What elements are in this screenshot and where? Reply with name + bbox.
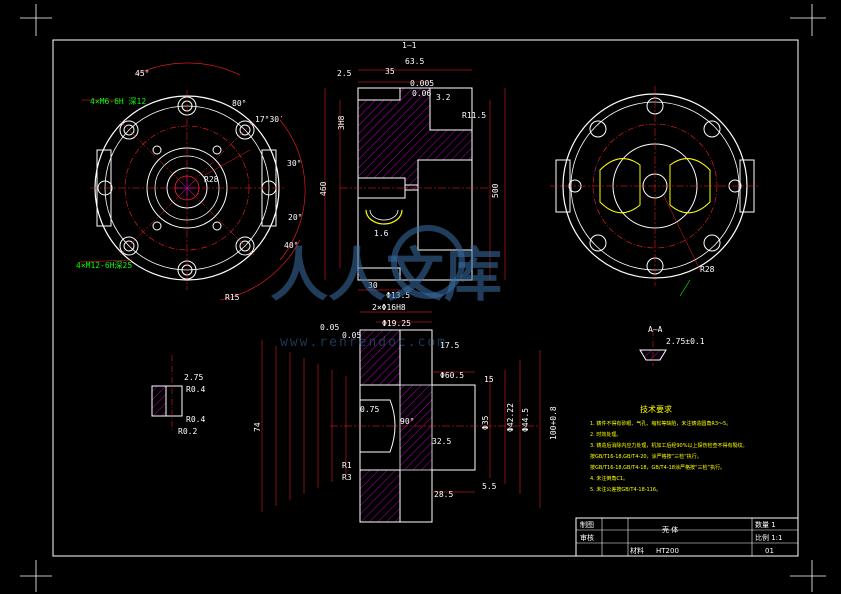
- label-angle-30: 30°: [287, 159, 301, 168]
- detail-view-right: [639, 330, 667, 366]
- label-angle-80: 80°: [232, 99, 246, 108]
- tb-part-name: 壳 体: [662, 525, 678, 534]
- watermark: 人人文库 www.renrendoc.com: [270, 225, 502, 350]
- label-r28-right: R28: [700, 265, 715, 274]
- dim-2phi16h8: 2×Φ16H8: [372, 303, 406, 312]
- dim-15: 15: [484, 375, 494, 384]
- tech-req-item: 1. 铸件不得有砂眼、气孔、缩松等缺陷，未注铸造圆角R3～5。: [590, 420, 731, 427]
- dim-30: 30: [368, 281, 378, 290]
- tb-drawn-label: 制图: [580, 520, 594, 529]
- dim-phi35: Φ35: [481, 415, 490, 430]
- detail-left-labels: 2.75 R0.4 R0.4 R0.2: [178, 373, 205, 436]
- label-r28: R28: [204, 175, 219, 184]
- tb-drawing-number: 01: [765, 547, 774, 555]
- dim-r11-5: R11.5: [462, 111, 486, 120]
- dim-63-5: 63.5: [405, 57, 424, 66]
- dim-460: 460: [319, 181, 328, 196]
- tech-req-item: 2. 时效处理。: [590, 431, 621, 438]
- dim-35: 35: [385, 67, 395, 76]
- dim-32-5: 32.5: [432, 437, 451, 446]
- dim-17-5: 17.5: [440, 341, 459, 350]
- section-view-labels: 1—1 2.5 35 63.5 0.005 0.06 3.2 460 500 3…: [319, 41, 500, 290]
- title-block: 制图 壳 体 数量 1 审核 比例 1:1 材料 HT200 01: [575, 517, 799, 557]
- label-angle-20: 20°: [288, 213, 302, 222]
- section-view: [324, 69, 506, 291]
- detail-dim-r0-4-a: R0.4: [186, 385, 205, 394]
- dim-phi19-25: Φ19.25: [382, 319, 411, 328]
- detail-dim-r0-2: R0.2: [178, 427, 197, 436]
- tb-scale: 比例 1:1: [755, 533, 783, 542]
- label-thread-m6: 4×M6-6H 深12: [90, 97, 146, 106]
- dim-3-2: 3.2: [436, 93, 451, 102]
- label-r15: R15: [225, 293, 240, 302]
- tb-check-label: 审核: [580, 533, 594, 542]
- detail-view-left: [151, 355, 183, 430]
- front-view: [79, 62, 306, 301]
- lower-section-labels: Φ13.5 2×Φ16H8 Φ19.25 0.05 0.05 17.5 Φ60.…: [253, 291, 558, 499]
- dim-0-75: 0.75: [360, 405, 379, 414]
- watermark-url: www.renrendoc.com: [280, 335, 447, 350]
- tech-req-item: 按GB/T16-18,GB/T4-18，GB/T4-18涂严格按“三检”执行。: [590, 464, 725, 471]
- dim-3h8: 3H8: [337, 115, 346, 130]
- dim-r1: R1: [342, 461, 352, 470]
- watermark-text: 人人文库: [270, 241, 502, 309]
- detail-right-labels: A—A 2.75±0.1: [648, 325, 705, 346]
- tb-material-value: HT200: [656, 547, 679, 555]
- dim-r3: R3: [342, 473, 352, 482]
- dim-phi44-5: Φ44.5: [521, 408, 530, 432]
- tb-quantity: 数量 1: [755, 520, 776, 529]
- front-view-labels: 45° 4×M6-6H 深12 4×M12-6H深25 80° 20° 30° …: [76, 69, 302, 302]
- dim-0-05-b: 0.05: [342, 331, 361, 340]
- label-thread-m12: 4×M12-6H深25: [76, 261, 132, 270]
- section-label-right: A—A: [648, 325, 663, 334]
- drawing-frame: [52, 39, 799, 557]
- right-view: [550, 86, 760, 297]
- dim-28-5: 28.5: [434, 490, 453, 499]
- right-view-labels: R28: [700, 265, 715, 274]
- lower-section-view: [261, 311, 541, 523]
- dim-phi60-5: Φ60.5: [440, 371, 464, 380]
- tech-req-item: 按GB/T16-18,GB/T4-20，涂严格按“三检”执行。: [590, 453, 702, 460]
- label-angle-17: 17°30′: [255, 115, 284, 124]
- detail-dim-2-75: 2.75: [184, 373, 203, 382]
- tech-req-item: 3. 铸造后消除内应力处理，机加工后经90%以上探伤检查不得有裂纹。: [590, 442, 747, 449]
- dim-74: 74: [253, 422, 262, 432]
- dim-2-5: 2.5: [337, 69, 352, 78]
- tech-req-item: 5. 未注公差按GB/T4-18-116。: [590, 486, 661, 493]
- tech-req-title: 技术要求: [640, 404, 672, 414]
- dim-5-5: 5.5: [482, 482, 497, 491]
- dim-0-06: 0.06: [412, 89, 431, 98]
- dim-phi42: Φ42.22: [506, 403, 515, 432]
- dim-500: 500: [491, 183, 500, 198]
- dim-1-6: 1.6: [374, 229, 389, 238]
- dim-phi13-5: Φ13.5: [386, 291, 410, 300]
- detail-dim-2-75-tol: 2.75±0.1: [666, 337, 705, 346]
- label-angle-45: 45°: [135, 69, 149, 78]
- technical-requirements: 技术要求 1. 铸件不得有砂眼、气孔、缩松等缺陷，未注铸造圆角R3～5。 2. …: [590, 404, 747, 493]
- dim-100: 100+0.8: [549, 406, 558, 440]
- label-angle-40: 40°: [284, 241, 298, 250]
- tb-material-label: 材料: [630, 546, 644, 555]
- dim-90deg: 90°: [400, 417, 414, 426]
- tech-req-item: 4. 未注倒角C1。: [590, 475, 628, 482]
- dim-0-005: 0.005: [410, 79, 434, 88]
- crop-marks: [20, 4, 826, 592]
- section-label-top: 1—1: [402, 41, 417, 50]
- detail-dim-r0-4-b: R0.4: [186, 415, 205, 424]
- dim-0-05-a: 0.05: [320, 323, 339, 332]
